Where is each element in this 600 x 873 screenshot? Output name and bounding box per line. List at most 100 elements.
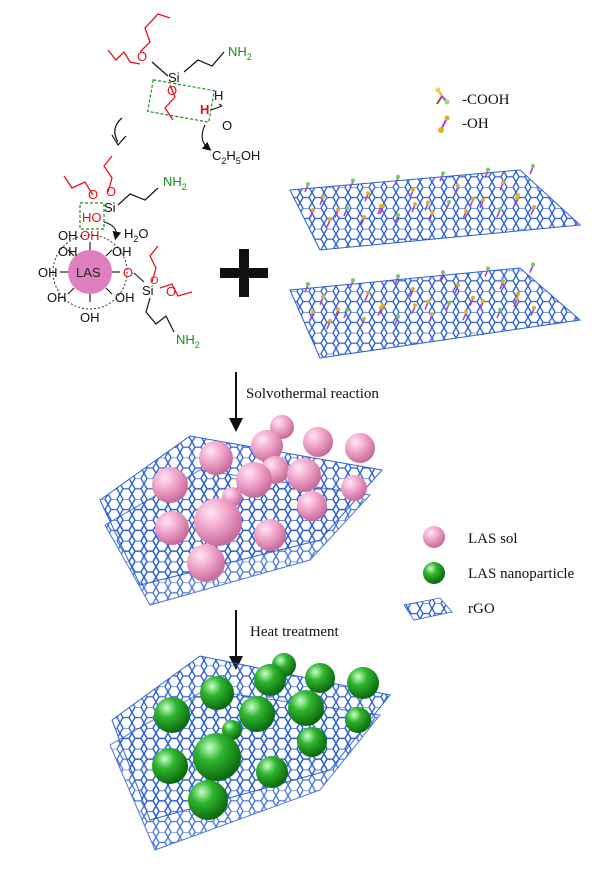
hydroxyl-group-icon	[499, 279, 505, 290]
las-sol-on-rgo	[99, 415, 383, 606]
carboxyl-group-icon	[424, 299, 430, 310]
carboxyl-group-icon	[309, 208, 315, 219]
las-sol-sphere	[251, 430, 283, 462]
hydroxyl-group-icon	[529, 164, 535, 175]
silane-hydrolysis: O O Si NH2 H H O C2H5OH O O Si NH2 HO OH…	[38, 13, 260, 350]
o-label: O	[167, 83, 177, 98]
carboxyl-group-icon	[484, 266, 490, 277]
hydroxyl-group-icon	[439, 171, 445, 182]
graphene-oxide-sheet	[289, 267, 582, 359]
hydroxyl-group-icon	[349, 178, 355, 189]
las-nanoparticle-swatch	[423, 562, 445, 584]
las-sol-sphere	[297, 491, 327, 521]
las-nanoparticle-sphere	[347, 667, 379, 699]
si-label: Si	[142, 283, 154, 298]
las-nanoparticle-sphere	[188, 780, 228, 820]
carboxyl-group-icon	[377, 204, 383, 215]
carboxyl-group-icon	[484, 167, 490, 178]
water-label: H2O	[124, 226, 149, 244]
o-label: O	[106, 184, 116, 199]
hydroxyl-group-icon	[319, 194, 325, 206]
carboxyl-group-icon	[304, 182, 310, 193]
h-label: H	[200, 102, 209, 117]
las-nanoparticles-on-rgo	[109, 653, 391, 851]
hydroxyl-group-icon	[319, 294, 325, 306]
hydroxyl-group-icon	[496, 207, 502, 218]
carboxyl-group-icon	[334, 307, 340, 318]
las-nanoparticle-sphere	[256, 756, 288, 788]
las-nanoparticle-sphere	[345, 707, 371, 733]
las-sol-sphere	[287, 458, 321, 492]
hydroxyl-group-icon	[326, 217, 332, 228]
carboxyl-group-icon	[394, 274, 400, 285]
las-nanoparticle-sphere	[239, 696, 275, 732]
carboxyl-group-icon	[445, 301, 451, 312]
carboxyl-group-icon	[364, 290, 370, 302]
hydroxyl-group-icon	[499, 180, 505, 191]
hydroxyl-group-icon	[496, 307, 502, 319]
las-nanoparticle-sphere	[200, 676, 234, 710]
step-label-heat: Heat treatment	[250, 624, 340, 640]
oh-label: OH	[38, 265, 58, 280]
las-nanoparticle-sphere	[193, 733, 241, 781]
plus-icon	[220, 249, 268, 297]
reaction-site-box	[79, 202, 105, 230]
arrow-head	[229, 418, 243, 432]
carboxyl-group-icon	[424, 200, 430, 211]
oh-label: OH	[115, 290, 135, 305]
h-label: H	[214, 88, 223, 103]
cooh-icon	[435, 87, 450, 105]
carboxyl-group-icon	[479, 198, 485, 209]
las-nanoparticle-sphere	[222, 720, 242, 740]
carboxyl-group-icon	[364, 191, 370, 202]
hydroxyl-group-icon	[428, 312, 434, 323]
las-sol-sphere	[199, 441, 233, 475]
o-label: O	[150, 275, 159, 287]
carboxyl-group-icon	[411, 303, 417, 314]
si-label: Si	[168, 70, 180, 85]
carboxyl-group-icon	[343, 307, 349, 319]
carboxyl-group-icon	[411, 202, 417, 213]
ethanol-label: C2H5OH	[212, 148, 260, 166]
las-label: LAS	[76, 265, 101, 280]
carboxyl-group-icon	[334, 207, 340, 218]
hydroxyl-group-icon	[530, 305, 536, 317]
hydroxyl-group-icon	[439, 270, 445, 281]
las-nanoparticle-sphere	[254, 664, 286, 696]
las-sol-sphere	[303, 427, 333, 457]
hydroxyl-group-icon	[530, 205, 536, 216]
carboxyl-group-icon	[309, 310, 315, 321]
carboxyl-group-icon	[394, 174, 400, 186]
las-sol-sphere	[345, 433, 375, 463]
step-label-solvothermal: Solvothermal reaction	[246, 386, 379, 402]
las-particle	[68, 250, 112, 294]
las-nanoparticle-sphere	[305, 663, 335, 693]
nh2-label: NH2	[163, 174, 187, 192]
oh-label: OH	[47, 290, 67, 305]
hydroxyl-group-icon	[409, 187, 415, 198]
o-label: O	[137, 49, 147, 64]
o-label: O	[166, 284, 176, 299]
nh2-label: NH2	[176, 332, 200, 350]
hydroxyl-group-icon	[462, 310, 468, 321]
hydroxyl-group-icon	[349, 278, 355, 289]
carboxyl-group-icon	[454, 184, 460, 195]
carboxyl-group-icon	[445, 200, 451, 211]
carboxyl-group-icon	[513, 296, 519, 308]
o-label: O	[123, 265, 133, 280]
oh-label: OH	[80, 310, 100, 325]
functional-group-legend: -COOH -OH	[435, 87, 510, 133]
hydroxyl-group-icon	[326, 318, 332, 330]
cooh-label: -COOH	[462, 92, 510, 108]
reaction-site-box	[146, 79, 216, 123]
las-nanoparticle-sphere	[297, 727, 327, 757]
legend-las-sol: LAS sol	[468, 531, 518, 547]
nh2-label: NH2	[228, 44, 252, 62]
las-sol-sphere	[236, 462, 272, 498]
si-label: Si	[104, 200, 116, 215]
hydroxyl-group-icon	[360, 316, 366, 328]
graphene-oxide-sheet	[289, 169, 582, 251]
hydroxyl-group-icon	[394, 213, 400, 224]
legend: LAS sol LAS nanoparticle rGO	[403, 526, 575, 621]
